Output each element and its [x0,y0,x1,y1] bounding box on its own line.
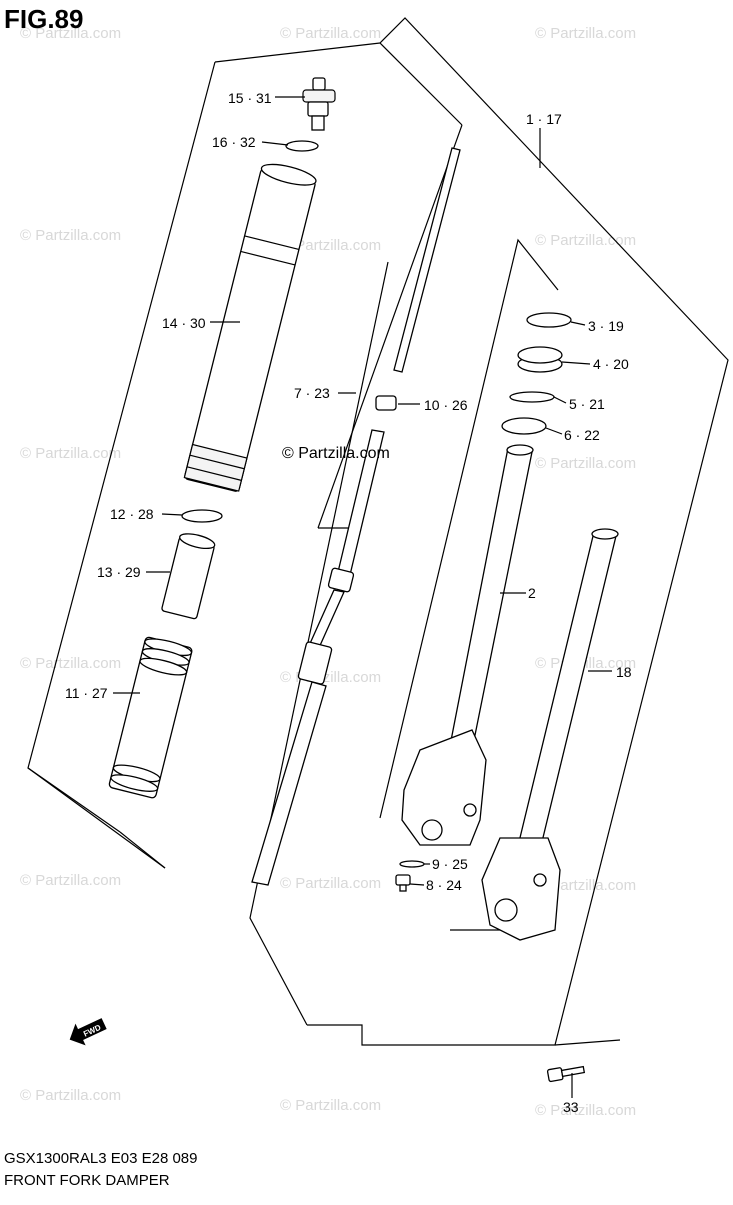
boundary-line [214,42,381,63]
callout-15: 15 · 31 [228,90,272,106]
callout-8: 8 · 24 [426,877,462,893]
damper-cartridge-part[interactable] [251,429,385,886]
boundary-line [379,42,463,126]
drain-bolt-part[interactable] [395,874,411,892]
leader-lines [113,96,612,1098]
callout-3: 3 · 19 [588,318,624,334]
callout-33: 33 [563,1099,579,1115]
dust-seal-part[interactable] [501,417,547,435]
watermark: © Partzilla.com [280,1097,381,1114]
oil-seal-part[interactable] [517,346,563,373]
callout-11: 11 · 27 [65,685,108,701]
stopper-ring-part[interactable] [526,312,572,328]
model-code: GSX1300RAL3 E03 E28 089 [4,1150,198,1167]
callout-10: 10 · 26 [424,397,468,413]
copyright-label: © Partzilla.com [282,445,390,462]
damper-frame [249,261,389,1026]
watermark: © Partzilla.com [280,237,381,254]
boundary-line [317,124,463,529]
adjuster-bolt-part[interactable] [302,77,336,131]
boundary-line [119,831,166,869]
inner-tube-right-part[interactable] [481,528,619,941]
watermark: © Partzilla.com [20,227,121,244]
inner-tube-part[interactable] [401,444,534,846]
watermark: © Partzilla.com [20,1087,121,1104]
callout-1: 1 · 17 [526,111,562,127]
callout-7: 7 · 23 [294,385,330,401]
watermarks: © Partzilla.com © Partzilla.com © Partzi… [20,25,636,1119]
callout-4: 4 · 20 [593,356,629,372]
forward-arrow-icon: FWD [69,1018,107,1046]
retaining-ring-part[interactable] [509,391,555,403]
figure-title: FIG.89 [4,4,84,34]
spacer-part[interactable] [161,531,216,620]
damper-rod-part[interactable] [393,147,461,373]
watermark: © Partzilla.com [280,25,381,42]
watermark: © Partzilla.com [20,25,121,42]
boundary-line [554,1039,621,1046]
watermark: © Partzilla.com [535,455,636,472]
boundary-line [27,767,121,833]
callout-12: 12 · 28 [110,506,154,522]
watermark: © Partzilla.com [280,669,381,686]
o-ring-part[interactable] [285,140,319,152]
callout-13: 13 · 29 [97,564,141,580]
watermark: © Partzilla.com [535,25,636,42]
fork-frame [379,238,559,819]
pinch-bolt-part[interactable] [546,1064,586,1083]
callout-5: 5 · 21 [569,396,605,412]
watermark: © Partzilla.com [280,875,381,892]
callout-2: 2 [528,585,536,601]
fwd-label: FWD [82,1023,103,1039]
watermark: © Partzilla.com [20,872,121,889]
watermark: © Partzilla.com [535,1102,636,1119]
callout-labels: 15 · 31 16 · 32 1 · 17 14 · 30 3 · 19 4 … [65,90,632,1115]
watermark: © Partzilla.com [20,655,121,672]
callout-18: 18 [616,664,632,680]
callout-16: 16 · 32 [212,134,256,150]
watermark: © Partzilla.com [535,877,636,894]
diagram-name: FRONT FORK DAMPER [4,1172,170,1189]
o-ring-small-part[interactable] [399,860,425,868]
callout-14: 14 · 30 [162,315,206,331]
callout-9: 9 · 25 [432,856,468,872]
washer-part[interactable] [181,509,223,523]
callout-6: 6 · 22 [564,427,600,443]
fork-spring-part[interactable] [108,636,193,799]
nut-part[interactable] [375,395,397,411]
outer-tube-part[interactable] [183,160,318,492]
watermark: © Partzilla.com [20,445,121,462]
